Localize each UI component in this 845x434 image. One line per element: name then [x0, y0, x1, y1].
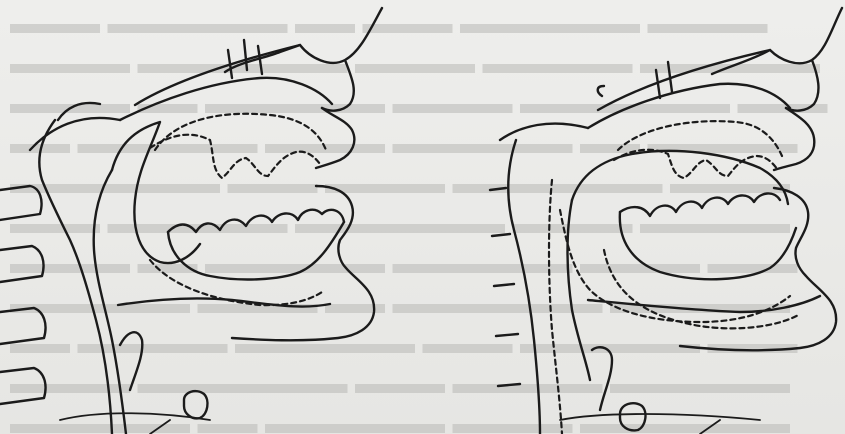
right-larynx [592, 347, 612, 410]
left-head-section [0, 8, 382, 434]
right-pharynx-wall [508, 140, 540, 434]
left-lower-teeth [168, 210, 344, 232]
left-bottom-lines [60, 413, 210, 434]
left-hyoid-bone [184, 391, 207, 418]
right-skull-base [500, 124, 588, 140]
left-tongue [112, 122, 200, 263]
right-mandible-dashed [604, 250, 800, 328]
right-nasal-line [598, 50, 770, 110]
right-tongue-dashed [560, 210, 790, 322]
left-lower-lip-chin [232, 186, 374, 340]
left-upper-lip [316, 108, 354, 168]
left-hard-palate [120, 78, 332, 120]
left-pharynx-wall [39, 120, 112, 434]
right-hard-palate [588, 84, 790, 128]
right-lower-teeth [620, 193, 780, 216]
left-palate-dashed [155, 114, 326, 150]
right-head-section [490, 8, 842, 434]
right-bottom-lines [560, 414, 760, 434]
right-hyoid-bone [620, 403, 645, 430]
right-pharynx-dashed [549, 180, 562, 434]
right-epiglottis [568, 200, 591, 380]
right-vertebrae [490, 188, 520, 386]
left-vertebrae [0, 186, 46, 404]
left-epiglottis [120, 332, 142, 390]
right-lower-jaw-inner [620, 212, 796, 279]
right-upper-lip [774, 108, 814, 170]
left-upper-teeth-dashed [150, 135, 320, 178]
